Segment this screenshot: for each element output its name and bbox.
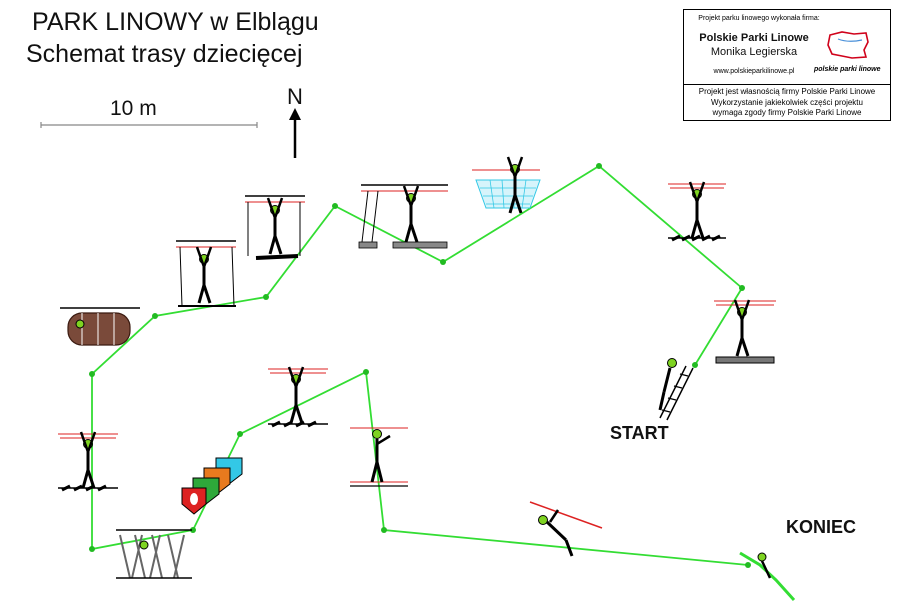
north-label: N bbox=[287, 84, 303, 109]
obstacle-zipline-landing-icon bbox=[739, 551, 796, 602]
obstacle-climbing-wall-icon bbox=[181, 457, 243, 515]
info-website: www.polskieparkilinowe.pl bbox=[713, 68, 795, 75]
obstacle-hanging-net-icon bbox=[472, 155, 541, 215]
obstacle-cargo-net-icon bbox=[116, 529, 192, 579]
info-copyright: Projekt jest własnością firmy Polskie Pa… bbox=[684, 87, 890, 119]
obstacle-barrel-tunnel-icon bbox=[60, 307, 140, 346]
logo-text: polskie parki linowe bbox=[814, 66, 881, 73]
obstacle-rope-traverse-2-icon bbox=[268, 365, 328, 428]
obstacle-zipline-icon bbox=[529, 501, 603, 557]
obstacle-rope-hang-icon bbox=[668, 180, 726, 242]
copyright-line: wymaga zgody firmy Polskie Parki Linowe bbox=[712, 108, 862, 117]
route-path bbox=[91, 164, 749, 566]
route-subtitle: Schemat trasy dziecięcej bbox=[26, 40, 303, 68]
info-person: Monika Legierska bbox=[710, 46, 798, 58]
obstacle-rope-walk-icon bbox=[176, 240, 236, 307]
scale-label: 10 m bbox=[110, 97, 157, 120]
obstacle-rope-traverse-icon bbox=[58, 430, 118, 492]
info-company-section: Projekt parku linowego wykonała firma: P… bbox=[684, 10, 890, 85]
obstacle-plank-icon bbox=[714, 298, 776, 364]
poland-map-logo-icon bbox=[827, 31, 869, 59]
info-made-by: Projekt parku linowego wykonała firma: bbox=[698, 15, 820, 22]
route-nodes bbox=[89, 163, 751, 568]
obstacle-rope-walk-2-icon bbox=[350, 427, 408, 487]
info-company-name: Polskie Parki Linowe bbox=[699, 32, 809, 44]
obstacle-swing-bridge-icon bbox=[358, 184, 448, 249]
copyright-line: Wykorzystanie jakiekolwiek części projek… bbox=[711, 97, 863, 107]
scale-bar bbox=[40, 122, 258, 128]
obstacle-ladder-icon bbox=[658, 358, 694, 421]
end-label: KONIEC bbox=[786, 517, 857, 537]
park-title: PARK LINOWY w Elblągu bbox=[32, 8, 319, 36]
project-info-box: Projekt parku linowego wykonała firma: P… bbox=[683, 9, 891, 121]
obstacle-stepping-bridge-icon bbox=[245, 195, 305, 260]
north-arrow-icon bbox=[289, 108, 301, 158]
start-label: START bbox=[610, 423, 669, 443]
copyright-line: Projekt jest własnością firmy Polskie Pa… bbox=[698, 87, 876, 96]
